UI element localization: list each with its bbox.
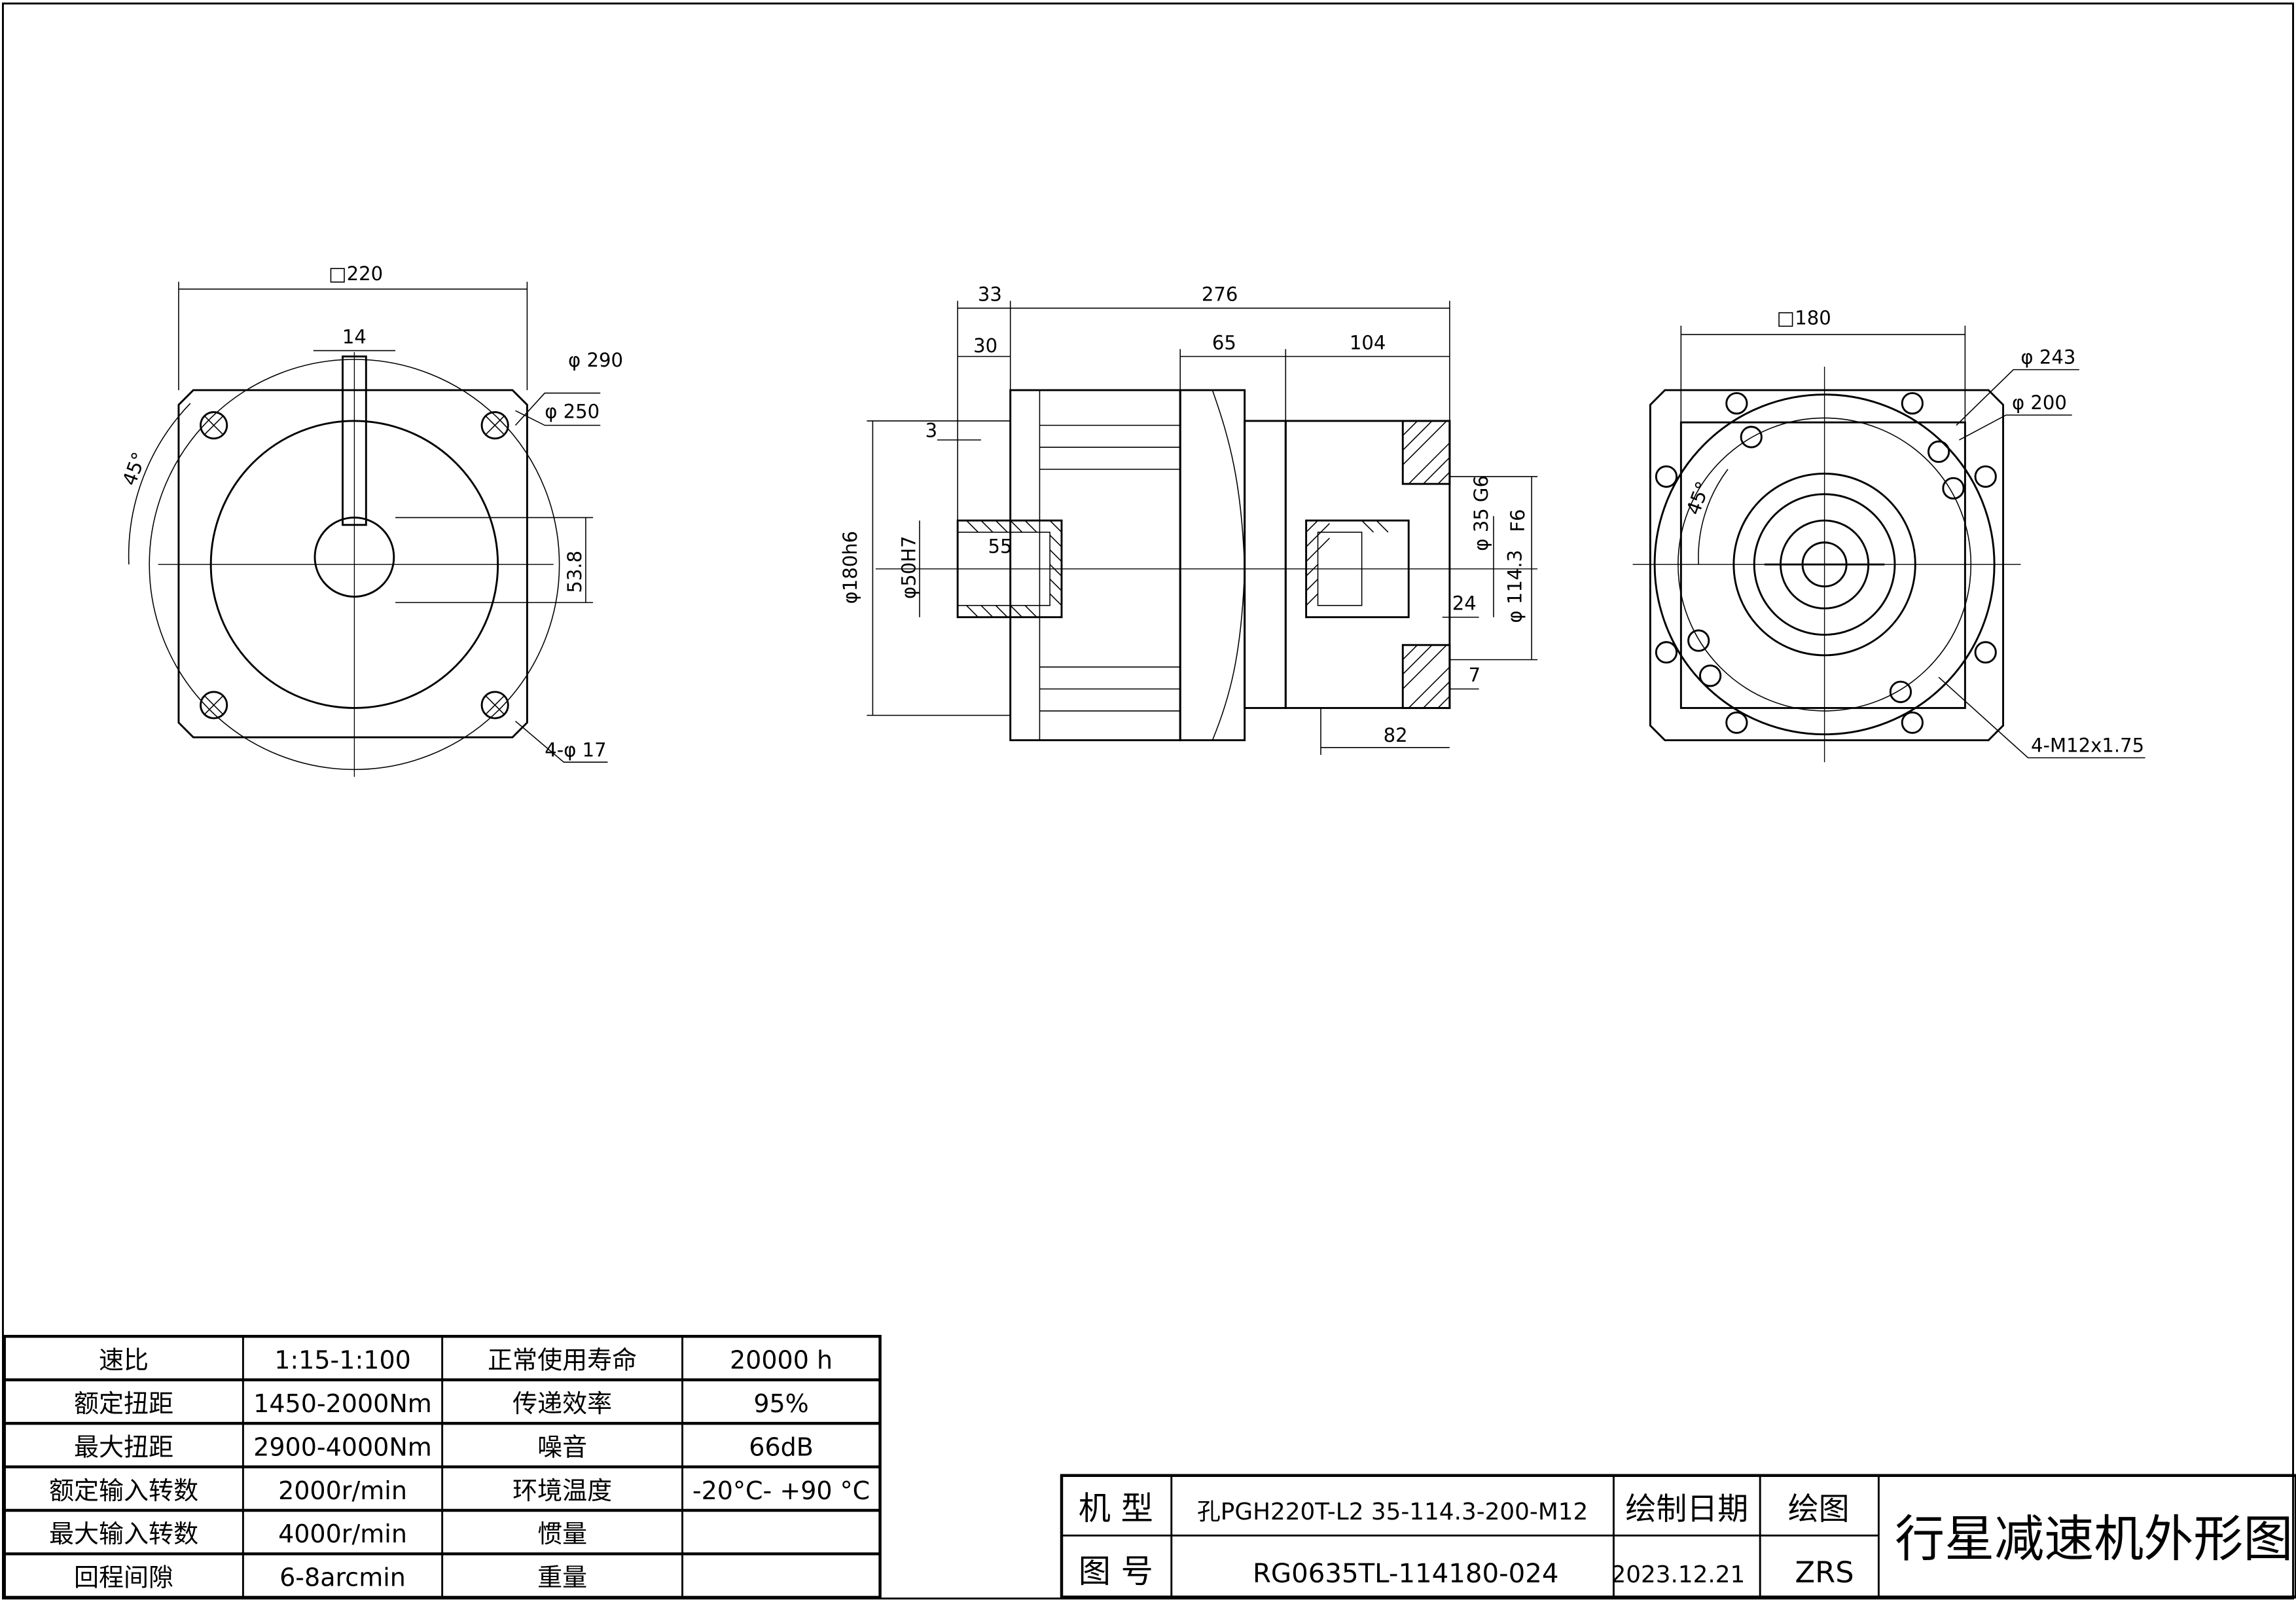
dim-angle-45: 45° xyxy=(118,449,151,488)
date-label: 绘制日期 xyxy=(1625,1491,1748,1527)
dim-angle-45-rear: 45° xyxy=(1682,479,1715,518)
spec-label: 额定扭距 xyxy=(74,1389,173,1418)
housing-ring xyxy=(1179,389,1246,742)
dim-od-290: φ 290 xyxy=(568,349,623,371)
model-label: 机 型 xyxy=(1079,1489,1153,1527)
dim-65: 65 xyxy=(1212,331,1236,354)
rear-holes xyxy=(1655,391,1997,734)
housing-input xyxy=(1009,389,1181,742)
spec-label: 回程间隙 xyxy=(74,1563,173,1592)
dim-threads: 4-M12x1.75 xyxy=(2031,735,2144,757)
rear-view: □180 φ 243 φ 200 45° 4-M12x1.75 xyxy=(1632,306,2145,763)
date-value: 2023.12.21 xyxy=(1611,1561,1745,1588)
flange-square xyxy=(177,389,528,738)
side-section-view: 33 276 30 65 104 3 φ180h6 φ50H7 55 φ 35 … xyxy=(839,283,1538,755)
dim-53-8: 53.8 xyxy=(564,551,586,593)
drawing-no-label: 图 号 xyxy=(1079,1552,1153,1590)
model-value: 孔PGH220T-L2 35-114.3-200-M12 xyxy=(1197,1499,1588,1525)
spec-value: 4000r/min xyxy=(278,1520,407,1548)
dim-33: 33 xyxy=(978,283,1002,305)
spec-label: 传递效率 xyxy=(512,1389,612,1418)
shaft-circle xyxy=(314,517,395,598)
spec-label: 速比 xyxy=(99,1345,149,1374)
dim-shaft-35: φ 35 G6 xyxy=(1470,475,1492,551)
dim-55: 55 xyxy=(988,535,1013,557)
dim-bore-50: φ50H7 xyxy=(897,536,920,599)
dim-82: 82 xyxy=(1384,724,1408,746)
drawing-title: 行星减速机外形图 xyxy=(1895,1510,2293,1568)
spec-value: 95% xyxy=(753,1389,809,1418)
spec-label: 正常使用寿命 xyxy=(488,1345,637,1374)
front-view: □220 14 φ 290 φ 250 53.8 45° 4-φ 17 xyxy=(118,263,623,777)
spec-label: 惯量 xyxy=(537,1520,587,1548)
dim-od-250: φ 250 xyxy=(545,400,600,422)
dim-square-180: □180 xyxy=(1777,306,1831,329)
inner-square xyxy=(1679,421,1966,709)
circle-250 xyxy=(209,420,499,709)
dim-30: 30 xyxy=(973,335,997,357)
spec-value: 6-8arcmin xyxy=(279,1563,406,1592)
spec-value: 1:15-1:100 xyxy=(274,1345,411,1374)
dim-114-3: φ 114.3 xyxy=(1503,550,1526,623)
neck xyxy=(1244,420,1287,709)
dim-104: 104 xyxy=(1350,331,1386,354)
spec-label: 重量 xyxy=(537,1563,587,1592)
dim-od-200: φ 200 xyxy=(2012,391,2067,414)
dim-7: 7 xyxy=(1469,664,1481,686)
keyway xyxy=(342,355,367,526)
hatch-top xyxy=(1401,420,1451,485)
dim-f6: F6 xyxy=(1507,509,1529,532)
spec-label: 最大扭距 xyxy=(74,1432,173,1461)
spec-value: 2900-4000Nm xyxy=(253,1432,432,1461)
dim-key-14: 14 xyxy=(342,325,367,348)
dim-pilot-180: φ180h6 xyxy=(839,531,861,604)
spec-value: 66dB xyxy=(749,1432,814,1461)
dim-24: 24 xyxy=(1452,592,1477,615)
spec-value: 20000 h xyxy=(730,1345,833,1374)
spec-label: 环境温度 xyxy=(512,1476,612,1505)
rear-flange-square xyxy=(1649,389,2005,742)
spec-value: 1450-2000Nm xyxy=(253,1389,432,1418)
drawer-value: ZRS xyxy=(1795,1555,1854,1590)
dim-holes: 4-φ 17 xyxy=(545,738,606,761)
mounting-holes xyxy=(200,411,509,719)
spec-label: 额定输入转数 xyxy=(49,1476,198,1505)
spec-table: 速比 1:15-1:100 正常使用寿命 20000 h 额定扭距 1450-2000Nm… xyxy=(3,1334,882,1599)
output-hub xyxy=(1305,519,1410,619)
spec-value: 2000r/min xyxy=(278,1476,407,1505)
spec-label: 最大输入转数 xyxy=(49,1520,198,1548)
dim-od-243: φ 243 xyxy=(2020,346,2075,369)
title-block: 机 型 孔PGH220T-L2 35-114.3-200-M12 绘制日期 绘图… xyxy=(1060,1474,2296,1599)
drawing-no-value: RG0635TL-114180-024 xyxy=(1253,1559,1559,1589)
drawer-label: 绘图 xyxy=(1788,1491,1850,1527)
output-housing xyxy=(1284,420,1451,709)
spec-value: -20°C- +90 °C xyxy=(692,1476,870,1505)
dim-square-220: □220 xyxy=(329,263,383,285)
dim-3: 3 xyxy=(925,420,938,442)
hatch-bottom xyxy=(1401,644,1451,709)
dim-276: 276 xyxy=(1202,283,1238,305)
spec-label: 噪音 xyxy=(537,1432,587,1461)
circle-290 xyxy=(149,359,560,771)
